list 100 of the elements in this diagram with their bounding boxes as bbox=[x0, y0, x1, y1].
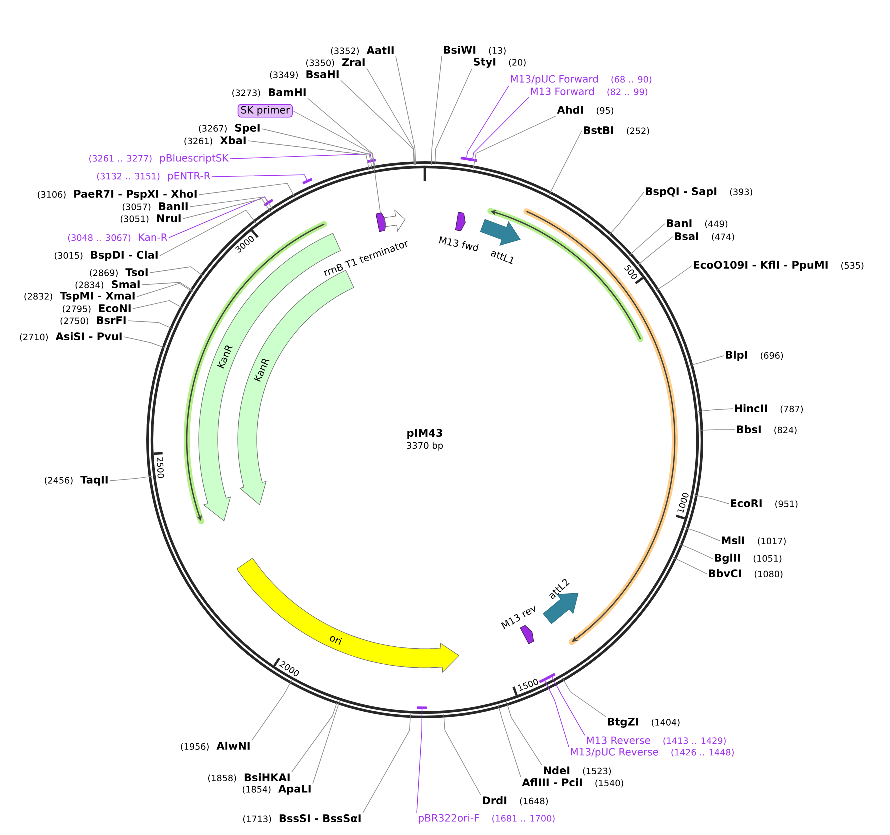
leader-line bbox=[308, 98, 376, 170]
site-label: BbvCI (1080) bbox=[709, 569, 783, 579]
site-label: (3261) XbaI bbox=[184, 136, 246, 146]
site-label: BlpI (696) bbox=[726, 350, 784, 362]
leader-line bbox=[549, 130, 582, 196]
leader-line bbox=[562, 678, 606, 718]
primer-label: (3132 .. 3151) pENTR-R bbox=[97, 172, 211, 182]
primer-marker bbox=[376, 212, 387, 232]
leader-line bbox=[366, 68, 416, 166]
site-label: BtgZI (1404) bbox=[608, 718, 680, 728]
leader-line bbox=[396, 56, 416, 166]
site-label: (2710) AsiSI - PvuI bbox=[20, 332, 122, 342]
leader-line bbox=[312, 701, 340, 784]
primer-mark bbox=[539, 676, 550, 684]
site-label: DrdI (1648) bbox=[483, 796, 548, 806]
leader-line bbox=[498, 704, 522, 778]
leader-line bbox=[212, 174, 308, 180]
tick-label: 1500 bbox=[518, 679, 538, 692]
primer-tag: SK primer bbox=[238, 104, 293, 118]
primer-mark bbox=[302, 178, 313, 185]
primer-label: pBR322ori-F (1681 .. 1700) bbox=[419, 814, 555, 824]
leader-line bbox=[694, 494, 730, 504]
site-label: (1854) ApaLI bbox=[242, 785, 311, 795]
primer-label: M13 Forward (82 .. 99) bbox=[531, 88, 648, 96]
leader-line bbox=[128, 320, 174, 330]
leader-line bbox=[637, 236, 674, 266]
primer-label: M13/pUC Reverse (1426 .. 1448) bbox=[571, 748, 734, 758]
site-label: (3106) PaeR7I - PspXI - XhoI bbox=[38, 190, 197, 200]
leader-line bbox=[292, 700, 338, 773]
site-label: (2869) TsoI bbox=[90, 268, 148, 278]
leader-line bbox=[656, 266, 692, 292]
leader-line bbox=[252, 680, 292, 742]
primer-mark bbox=[468, 158, 478, 162]
leader-line bbox=[262, 128, 373, 170]
site-label: (3015) BspDI - ClaI bbox=[54, 250, 158, 262]
leader-line bbox=[700, 430, 736, 431]
site-label: (2750) BsrFI bbox=[60, 316, 126, 326]
site-label: (3267) SpeI bbox=[199, 124, 260, 134]
leader-line bbox=[124, 336, 166, 349]
leader-line bbox=[466, 86, 510, 158]
leader-line bbox=[142, 282, 194, 292]
leader-line bbox=[689, 356, 724, 366]
site-label: BspQI - SapI (393) bbox=[646, 188, 752, 198]
leader-line bbox=[168, 196, 268, 238]
leader-line bbox=[431, 56, 442, 166]
feature-label: M13 rev bbox=[501, 606, 536, 630]
leader-line bbox=[698, 408, 734, 412]
site-label: EcoO109I - KflI - PpuMI (535) bbox=[694, 260, 864, 272]
leader-line bbox=[416, 709, 423, 814]
site-label: BsiWI (13) bbox=[444, 46, 506, 56]
tick-label: 1000 bbox=[678, 493, 689, 514]
site-label: StyI (20) bbox=[474, 58, 526, 68]
site-label: (3273) BamHI bbox=[232, 88, 306, 98]
primer-mark bbox=[367, 158, 376, 164]
leader-line bbox=[434, 68, 472, 166]
site-label: MslI (1017) bbox=[722, 536, 786, 546]
site-label: (3350) ZraI bbox=[306, 58, 365, 68]
site-label: BanI (449) bbox=[667, 220, 728, 228]
leader-line bbox=[628, 224, 666, 256]
site-label: (2834) SmaI bbox=[76, 280, 140, 290]
site-label: (3349) BsaHI bbox=[270, 70, 339, 80]
leader-line bbox=[679, 544, 714, 560]
site-label: BsaI (474) bbox=[675, 232, 734, 242]
site-label: (2795) EcoNI bbox=[63, 304, 131, 314]
leader-line bbox=[506, 702, 542, 766]
leader-line bbox=[160, 210, 256, 256]
site-label: AflIII - PciI (1540) bbox=[522, 778, 624, 788]
leader-line bbox=[444, 714, 482, 796]
site-label: AhdI (95) bbox=[557, 106, 614, 116]
site-label: BbsI (824) bbox=[737, 425, 797, 435]
leader-line bbox=[552, 677, 586, 736]
primer-label: M13/pUC Forward (68 .. 90) bbox=[511, 75, 652, 85]
leader-line bbox=[292, 110, 381, 214]
site-label: (1956) AlwNI bbox=[181, 742, 250, 752]
leader-line bbox=[544, 680, 570, 748]
leader-line bbox=[248, 140, 370, 172]
site-label: EcoRI (951) bbox=[731, 500, 798, 508]
feature-label: attL1 bbox=[491, 251, 514, 265]
site-label: (1858) BsiHKAI bbox=[208, 773, 290, 783]
primer-mark bbox=[418, 706, 428, 710]
leader-line bbox=[182, 198, 272, 220]
site-label: (3051) NruI bbox=[120, 214, 181, 224]
site-label: BstBI (252) bbox=[584, 126, 650, 136]
primer-label: M13 Reverse (1413 .. 1429) bbox=[587, 736, 726, 746]
leader-line bbox=[608, 192, 644, 236]
leader-line bbox=[685, 528, 720, 542]
site-label: NdeI (1523) bbox=[544, 766, 612, 776]
leader-line bbox=[110, 476, 153, 482]
leader-line bbox=[473, 116, 556, 170]
leader-line bbox=[136, 283, 194, 298]
leader-line bbox=[472, 97, 530, 159]
site-label: BglII (1051) bbox=[715, 554, 782, 564]
leader-line bbox=[190, 196, 274, 211]
site-label: (3352) AatII bbox=[331, 46, 394, 56]
site-label: (3057) BanII bbox=[122, 202, 188, 212]
leader-line bbox=[340, 80, 415, 166]
leader-line bbox=[150, 266, 204, 277]
primer-label: (3048 .. 3067) Kan-R bbox=[68, 234, 168, 242]
tick-label: 2500 bbox=[157, 458, 164, 478]
feature-label: M13 fwd bbox=[439, 236, 479, 252]
